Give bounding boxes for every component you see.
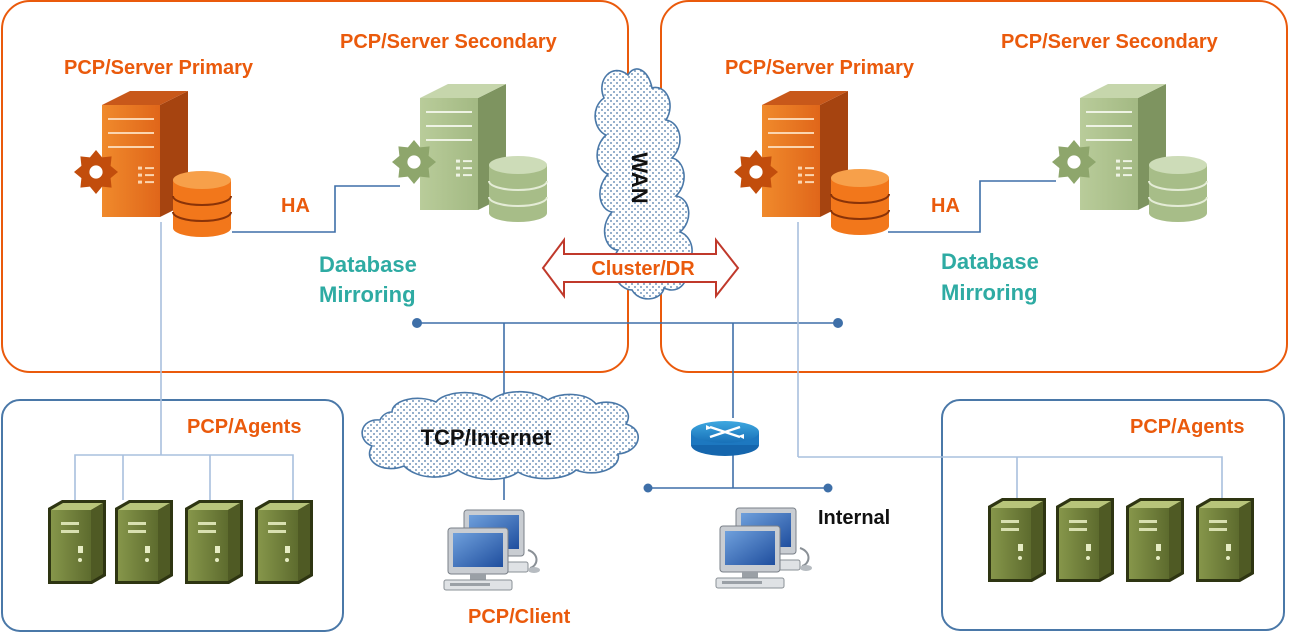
- agent-server-icon: [255, 500, 313, 584]
- client-label: PCP/Client: [468, 606, 571, 628]
- network-nodes: [412, 318, 843, 493]
- agent-server-icon: [1126, 498, 1184, 582]
- right-primary-server-icon: [734, 91, 890, 235]
- left-secondary-server-icon: [392, 84, 548, 222]
- agent-server-icon: [988, 498, 1046, 582]
- agent-server-icon: [1196, 498, 1254, 582]
- left-ha-label: HA: [281, 195, 310, 217]
- agent-icons: [48, 498, 1254, 584]
- right-ha-label: HA: [931, 195, 960, 217]
- right-secondary-server-icon: [1052, 84, 1208, 222]
- left-primary-label: PCP/Server Primary: [64, 57, 254, 79]
- left-primary-server-icon: [74, 91, 232, 237]
- right-mirroring-line1: Database: [941, 249, 1039, 274]
- client-computers-icon: [443, 509, 540, 591]
- wan-label: WAN: [627, 152, 652, 203]
- network-lines: [74, 180, 1223, 500]
- agents-frame-right: [941, 399, 1285, 631]
- left-mirroring-line2: Mirroring: [319, 282, 416, 307]
- internal-label: Internal: [818, 507, 890, 529]
- wan-cloud-icon: [594, 68, 693, 300]
- agent-server-icon: [185, 500, 243, 584]
- agents-frame-left: [1, 399, 344, 632]
- agent-server-icon: [48, 500, 106, 584]
- internet-cloud-icon: [361, 390, 639, 481]
- right-agents-label: PCP/Agents: [1130, 416, 1244, 438]
- left-agents-label: PCP/Agents: [187, 416, 301, 438]
- right-primary-label: PCP/Server Primary: [725, 57, 915, 79]
- right-mirroring-line2: Mirroring: [941, 280, 1038, 305]
- agent-server-icon: [115, 500, 173, 584]
- internal-computers-icon: [715, 507, 812, 589]
- cluster-dr-arrow: [541, 237, 740, 299]
- right-secondary-label: PCP/Server Secondary: [1001, 31, 1219, 53]
- server-icons: [74, 84, 1208, 237]
- agent-server-icon: [1056, 498, 1114, 582]
- router-icon: [691, 421, 759, 456]
- left-secondary-label: PCP/Server Secondary: [340, 31, 558, 53]
- cluster-dr-label: Cluster/DR: [591, 258, 695, 280]
- internet-label: TCP/Internet: [421, 425, 552, 450]
- left-mirroring-line1: Database: [319, 252, 417, 277]
- client-icons: [443, 507, 812, 591]
